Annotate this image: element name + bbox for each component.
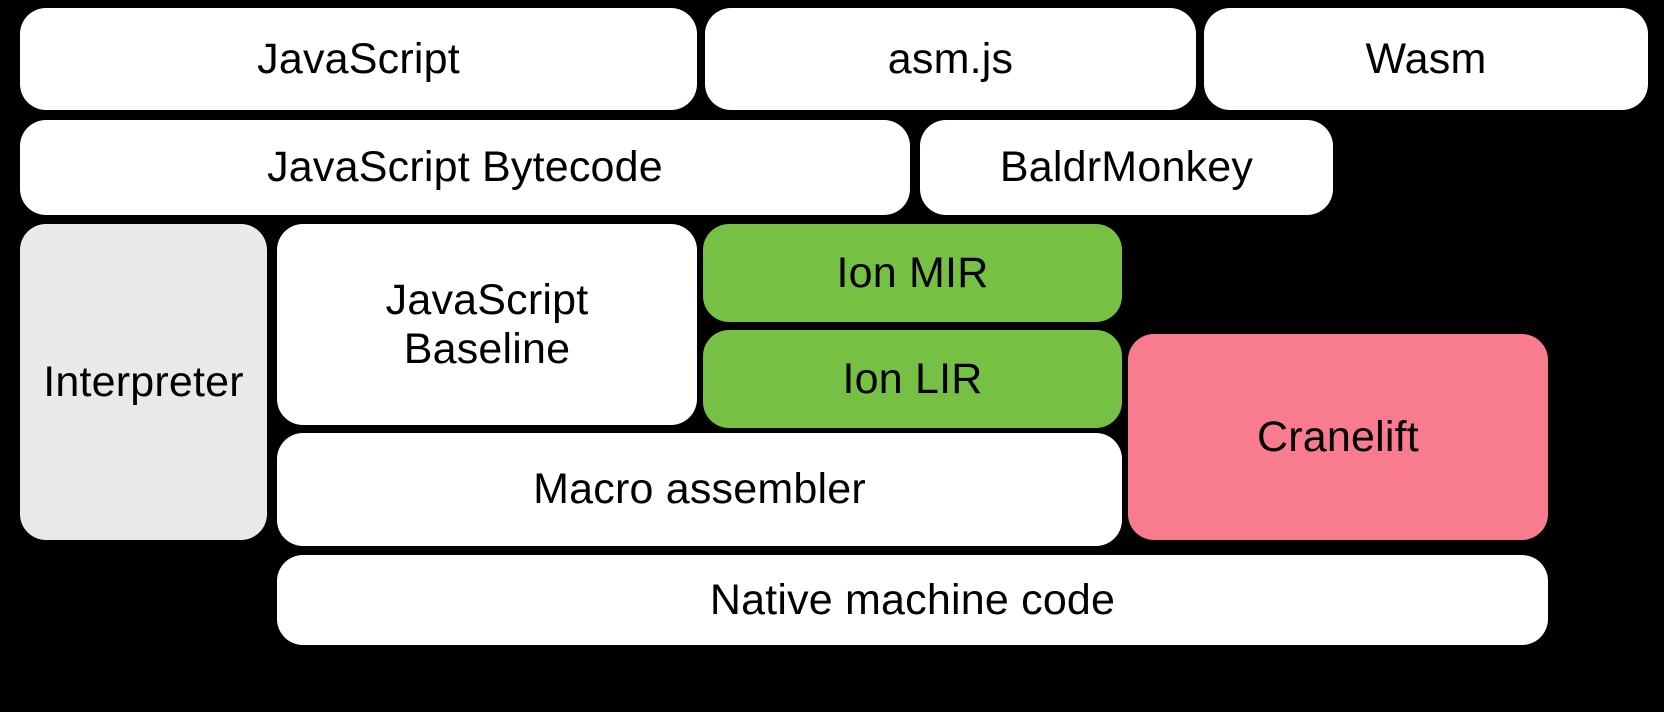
node-ion-lir[interactable]: Ion LIR — [703, 330, 1122, 428]
node-macro-assembler[interactable]: Macro assembler — [277, 433, 1122, 546]
node-interpreter[interactable]: Interpreter — [20, 224, 267, 540]
node-wasm[interactable]: Wasm — [1204, 8, 1648, 110]
node-asm-js[interactable]: asm.js — [705, 8, 1196, 110]
node-native-machine-code[interactable]: Native machine code — [277, 555, 1548, 645]
node-cranelift[interactable]: Cranelift — [1128, 334, 1548, 540]
node-javascript-baseline[interactable]: JavaScript Baseline — [277, 224, 697, 425]
node-javascript[interactable]: JavaScript — [20, 8, 697, 110]
node-ion-mir[interactable]: Ion MIR — [703, 224, 1122, 322]
node-baldrmonkey[interactable]: BaldrMonkey — [920, 120, 1333, 215]
node-javascript-bytecode[interactable]: JavaScript Bytecode — [20, 120, 910, 215]
